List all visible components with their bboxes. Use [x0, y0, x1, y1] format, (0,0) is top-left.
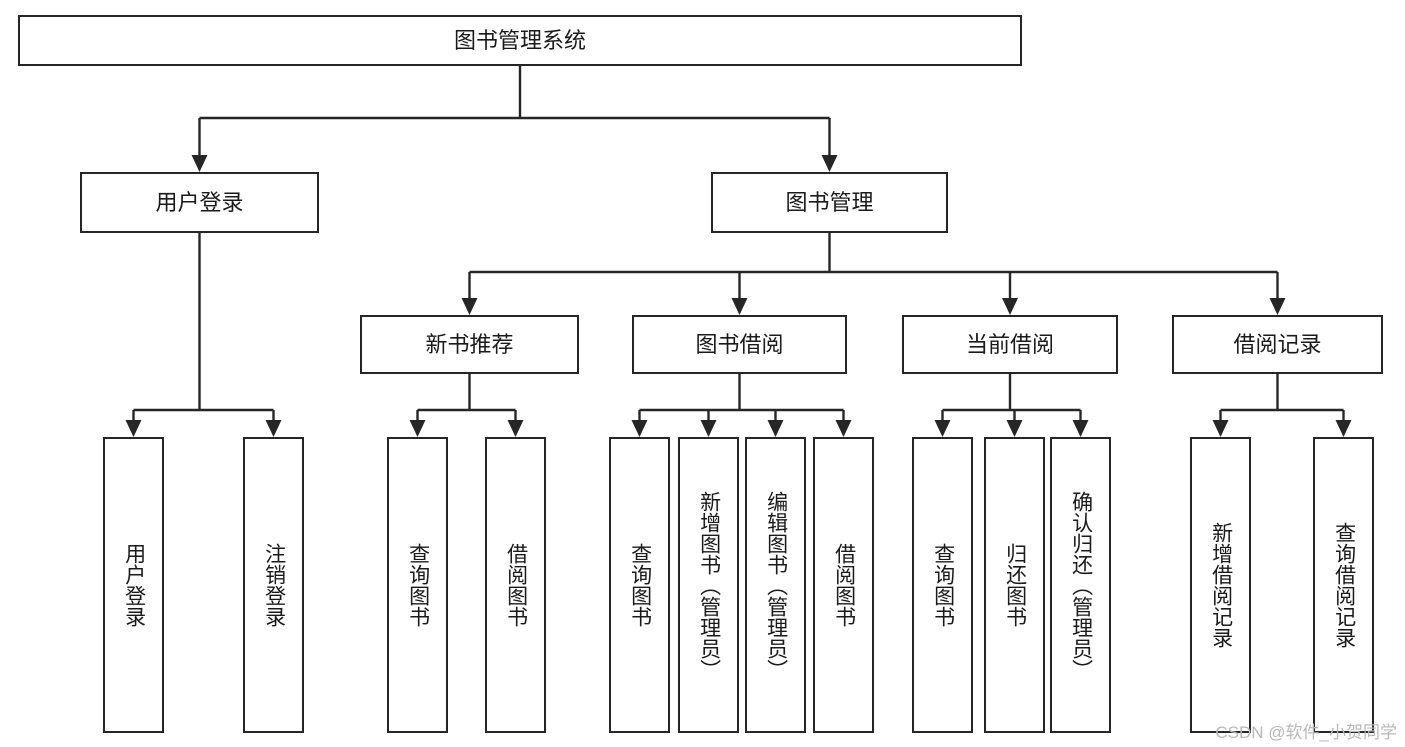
node-label: 图书借阅 [695, 331, 784, 357]
node-leaf-4[interactable]: 借阅图书 [485, 437, 546, 733]
arrowhead-icon [934, 420, 951, 437]
node-label: 新增借阅记录 [1209, 522, 1233, 648]
arrowhead-icon [700, 420, 717, 437]
arrowhead-icon [731, 298, 748, 315]
arrowhead-icon [461, 298, 478, 315]
node-current[interactable]: 当前借阅 [902, 315, 1118, 374]
node-leaf-1[interactable]: 用户登录 [103, 437, 164, 733]
node-leaf-13[interactable]: 查询借阅记录 [1313, 437, 1374, 733]
arrowhead-icon [1212, 420, 1229, 437]
node-root[interactable]: 图书管理系统 [18, 15, 1022, 66]
node-label: 编辑图书（管理员） [764, 490, 788, 680]
arrowhead-icon [835, 420, 852, 437]
watermark-text: CSDN @软件_小贺同学 [1215, 723, 1397, 742]
node-leaf-5[interactable]: 查询图书 [609, 437, 670, 733]
node-label: 用户登录 [155, 189, 244, 215]
node-leaf-6[interactable]: 新增图书（管理员） [678, 437, 739, 733]
node-label: 借阅图书 [832, 543, 856, 627]
node-bookmgmt[interactable]: 图书管理 [711, 172, 948, 233]
node-label: 借阅图书 [504, 543, 528, 627]
node-leaf-2[interactable]: 注销登录 [243, 437, 304, 733]
node-label: 新增图书（管理员） [697, 490, 721, 680]
node-label: 查询图书 [628, 543, 652, 627]
arrowhead-icon [409, 420, 426, 437]
arrowhead-icon [631, 420, 648, 437]
node-label: 图书管理系统 [453, 27, 586, 53]
node-leaf-8[interactable]: 借阅图书 [813, 437, 874, 733]
node-label: 新书推荐 [425, 331, 514, 357]
node-leaf-11[interactable]: 确认归还（管理员） [1050, 437, 1111, 733]
arrowhead-icon [191, 155, 208, 172]
node-login[interactable]: 用户登录 [80, 172, 319, 233]
node-records[interactable]: 借阅记录 [1172, 315, 1383, 374]
node-label: 确认归还（管理员） [1069, 490, 1093, 680]
node-leaf-10[interactable]: 归还图书 [984, 437, 1045, 733]
arrowhead-icon [507, 420, 524, 437]
arrowhead-icon [265, 420, 282, 437]
arrowhead-icon [1006, 420, 1023, 437]
node-leaf-12[interactable]: 新增借阅记录 [1190, 437, 1251, 733]
arrowhead-icon [1072, 420, 1089, 437]
arrowhead-icon [767, 420, 784, 437]
node-borrow[interactable]: 图书借阅 [632, 315, 847, 374]
node-leaf-3[interactable]: 查询图书 [387, 437, 448, 733]
node-newbook[interactable]: 新书推荐 [360, 315, 579, 374]
node-label: 借阅记录 [1233, 331, 1322, 357]
node-label: 当前借阅 [965, 331, 1054, 357]
node-label: 归还图书 [1003, 543, 1027, 627]
arrowhead-icon [1269, 298, 1286, 315]
arrowhead-icon [821, 155, 838, 172]
arrowhead-icon [1335, 420, 1352, 437]
node-label: 用户登录 [122, 543, 146, 627]
node-label: 注销登录 [262, 543, 286, 627]
node-leaf-7[interactable]: 编辑图书（管理员） [745, 437, 806, 733]
node-label: 查询图书 [406, 543, 430, 627]
node-label: 查询图书 [931, 543, 955, 627]
node-label: 查询借阅记录 [1332, 522, 1356, 648]
arrowhead-icon [125, 420, 142, 437]
node-leaf-9[interactable]: 查询图书 [912, 437, 973, 733]
node-label: 图书管理 [785, 189, 874, 215]
arrowhead-icon [1002, 298, 1018, 315]
